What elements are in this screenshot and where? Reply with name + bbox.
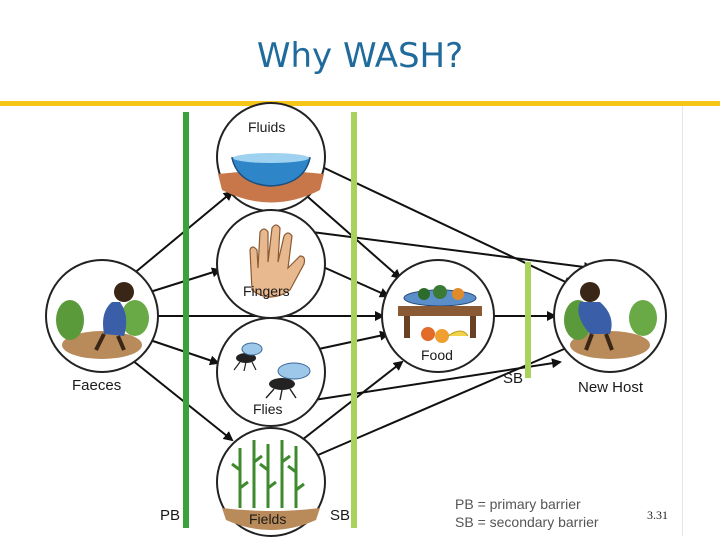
person-body-icon <box>578 302 612 334</box>
fly-icon <box>233 342 263 372</box>
label-pb: PB <box>160 507 180 524</box>
label-faeces: Faeces <box>72 377 121 394</box>
crop-icon <box>231 440 305 508</box>
label-sb-right: SB <box>503 370 523 387</box>
label-sb-left: SB <box>330 507 350 524</box>
fingers-node <box>216 209 326 319</box>
new-host-node <box>553 259 667 373</box>
label-fluids: Fluids <box>248 119 285 135</box>
person-head-icon <box>114 282 134 302</box>
slide-title: Why WASH? <box>256 36 464 76</box>
title-rule <box>0 101 720 106</box>
transmission-arrows <box>131 164 594 456</box>
hand-icon <box>249 224 306 298</box>
table-icon <box>398 306 482 316</box>
label-fingers: Fingers <box>243 283 290 299</box>
label-new-host: New Host <box>578 379 644 396</box>
fly-icon-large <box>265 362 311 401</box>
legend-primary-barrier: PB = primary barrier <box>455 496 581 512</box>
slide-number: 3.31 <box>647 508 668 522</box>
person-head-icon <box>580 282 600 302</box>
food-node <box>381 259 495 373</box>
fields-node <box>216 427 326 537</box>
legend-secondary-barrier: SB = secondary barrier <box>455 514 599 530</box>
label-food: Food <box>421 347 453 363</box>
person-body-icon <box>103 302 127 336</box>
arrow-fluids-food <box>299 189 402 280</box>
arrow-fingers-host <box>311 231 594 272</box>
flies-node <box>216 317 326 427</box>
faeces-node <box>45 259 159 373</box>
arrow-faeces-fields <box>131 359 234 442</box>
label-flies: Flies <box>253 401 283 417</box>
fluids-node <box>216 102 326 212</box>
arrow-fields-host <box>317 341 580 456</box>
arrow-faeces-fluids <box>131 190 234 276</box>
label-fields: Fields <box>249 511 286 527</box>
